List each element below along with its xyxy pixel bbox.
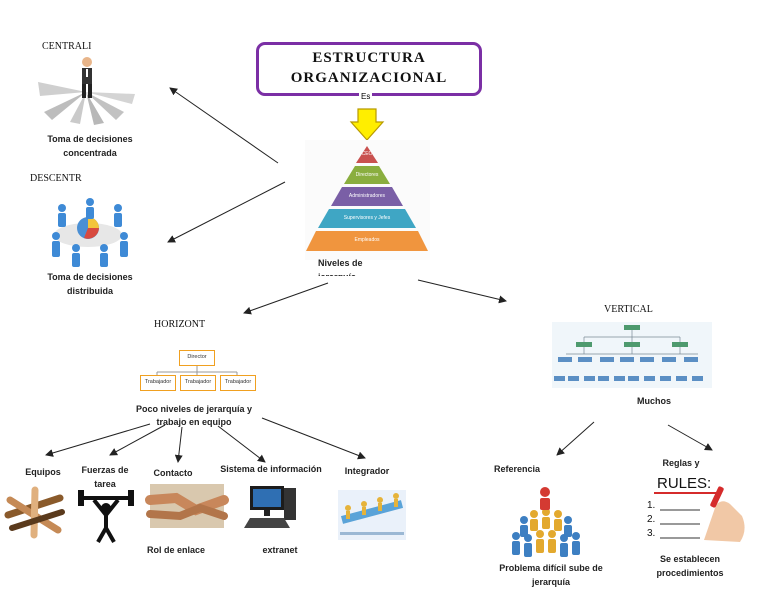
decentralized-caption-2: distribuida	[66, 286, 113, 296]
pyramid-level-admins: Administradores	[348, 193, 386, 199]
title-line-1: ESTRUCTURA	[312, 50, 426, 66]
rules-item: 3.	[647, 528, 656, 539]
reglas-caption-1: Se establecen	[659, 554, 721, 564]
pyramid-level-directors: Directores	[355, 172, 379, 178]
horizontal-caption-2: trabajo en equipo	[156, 417, 232, 427]
child-label-reglas: Reglas y	[662, 458, 700, 468]
pyramid-level-ceo: CEO	[361, 151, 373, 157]
child-label-sistema: Sistema de información	[220, 464, 322, 474]
centralized-caption-1: Toma de decisiones	[47, 134, 133, 144]
horizontal-heading: HORIZONT	[154, 319, 206, 330]
vertical-heading: VERTICAL	[604, 304, 653, 315]
decentralized-caption-1: Toma de decisiones	[47, 272, 133, 282]
org-worker-box: Trabajador	[140, 375, 176, 391]
org-worker-box: Trabajador	[220, 375, 256, 391]
child-label-fuerzas: Fuerzas de tarea	[81, 465, 129, 489]
pyramid-level-employees: Empleados	[354, 237, 380, 243]
reglas-caption-2: procedimientos	[656, 568, 724, 578]
title-connector-label: Es	[359, 92, 373, 101]
title-line-2: ORGANIZACIONAL	[290, 70, 448, 86]
vertical-caption: Muchos	[636, 396, 671, 406]
centralized-heading: CENTRALI	[42, 41, 92, 52]
horizontal-caption-1: Poco niveles de jerarquía y	[135, 404, 253, 414]
title-box: ESTRUCTURA ORGANIZACIONAL	[256, 42, 482, 96]
child-label-equipos: Equipos	[25, 467, 61, 477]
child-label-contacto: Contacto	[153, 468, 193, 478]
referencia-caption-1: Problema difícil sube de	[499, 563, 603, 573]
centralized-caption-2: concentrada	[63, 148, 117, 158]
child-sub-contacto: Rol de enlace	[146, 545, 206, 555]
referencia-caption-2: jerarquía	[531, 577, 571, 587]
rules-item: 1.	[647, 500, 656, 511]
org-worker-box: Trabajador	[180, 375, 216, 391]
child-label-integrador: Integrador	[344, 466, 390, 476]
rules-board-title: RULES:	[657, 475, 712, 492]
rules-item: 2.	[647, 514, 656, 525]
decentralized-heading: DESCENTR	[30, 173, 82, 184]
pyramid-caption: Niveles de jerarquía	[318, 258, 363, 276]
child-label-referencia: Referencia	[494, 464, 541, 474]
pyramid-level-supervisors: Supervisores y Jefes	[343, 215, 391, 221]
org-director-box: Director	[179, 350, 215, 366]
child-sub-sistema: extranet	[262, 545, 298, 555]
